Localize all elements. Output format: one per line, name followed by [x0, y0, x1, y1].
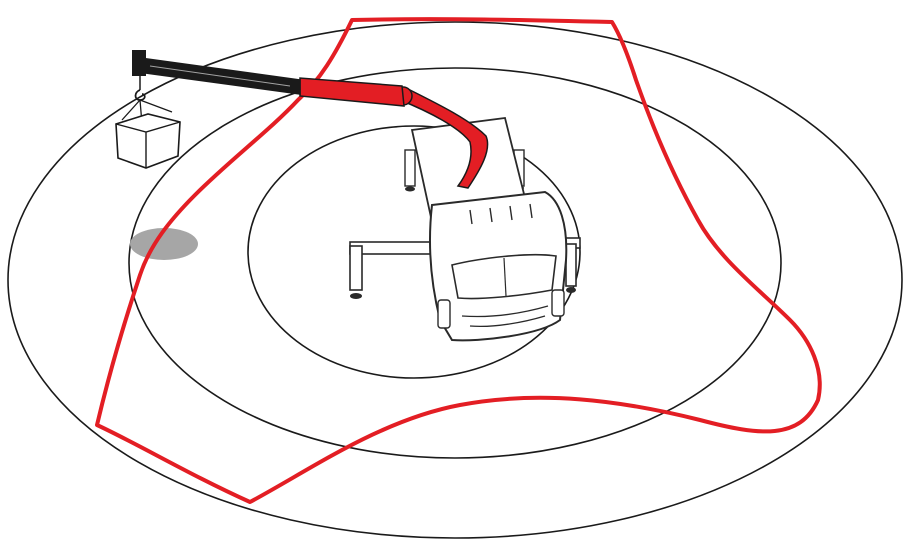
boom-tip — [132, 50, 146, 76]
truck-top-view — [350, 118, 580, 340]
boom-red-extension — [300, 78, 404, 106]
front-wheel-right — [552, 290, 564, 316]
hook-icon — [136, 90, 145, 100]
front-wheel-left — [438, 300, 450, 328]
suspended-load — [116, 100, 180, 168]
load-box — [116, 114, 180, 168]
